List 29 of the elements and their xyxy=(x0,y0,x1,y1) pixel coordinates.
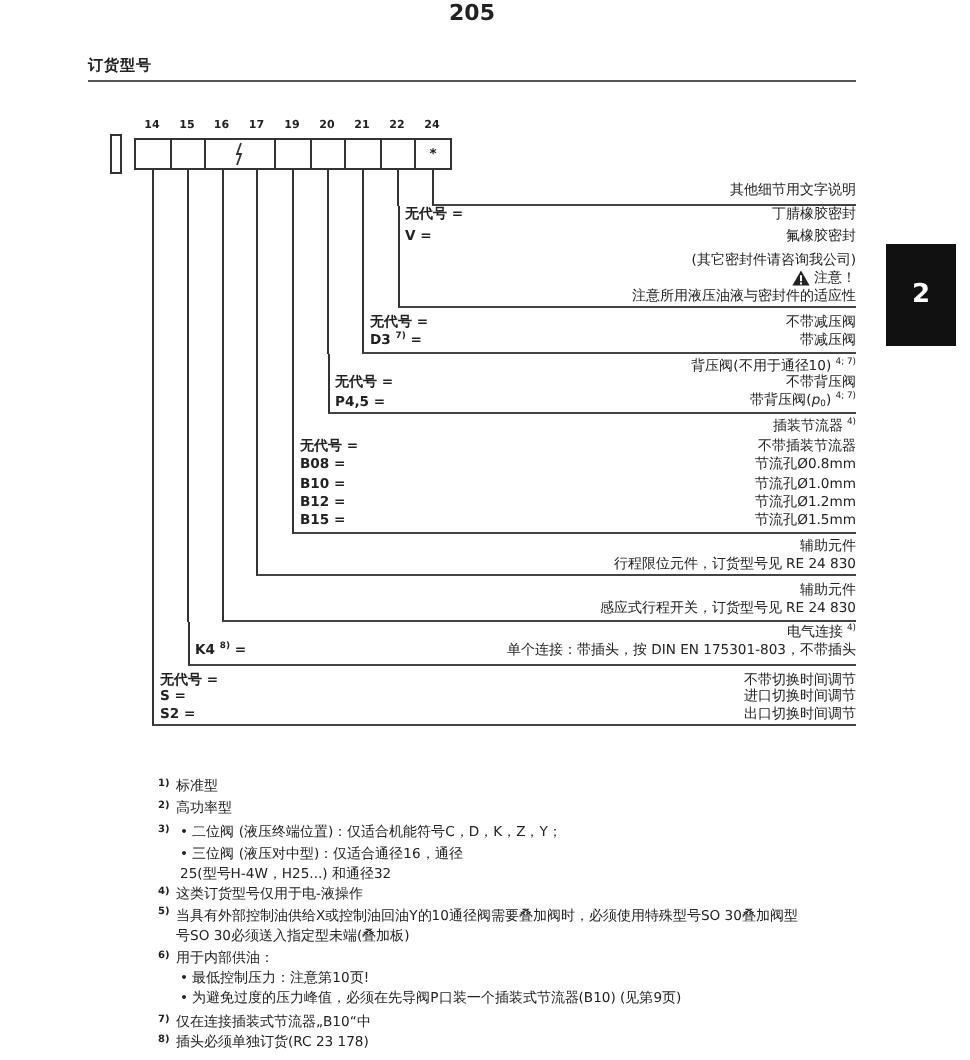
option-bracket xyxy=(327,354,856,414)
connector-line xyxy=(397,167,399,207)
connector-line xyxy=(432,167,434,177)
option-bracket xyxy=(362,308,856,354)
code-cell xyxy=(380,138,416,170)
option-bracket xyxy=(256,534,856,576)
section-tab: 2 xyxy=(886,244,956,346)
code-cell xyxy=(274,138,312,170)
option-bracket xyxy=(292,414,856,534)
connector-line xyxy=(187,167,189,623)
code-cell xyxy=(310,138,346,170)
connector-line xyxy=(222,167,224,577)
page-number: 205 xyxy=(449,0,495,26)
option-bracket xyxy=(187,622,856,666)
connector-line xyxy=(327,167,329,355)
option-bracket xyxy=(432,176,856,206)
code-cell xyxy=(239,138,276,170)
connector-line xyxy=(292,167,294,415)
connector-line xyxy=(152,167,154,667)
connector-line xyxy=(362,167,364,309)
code-cell xyxy=(170,138,206,170)
option-bracket xyxy=(222,576,856,622)
code-cell xyxy=(414,138,452,170)
option-bracket xyxy=(152,666,856,726)
code-cell xyxy=(344,138,382,170)
code-cell xyxy=(134,138,172,170)
connector-line xyxy=(256,167,258,535)
option-bracket xyxy=(397,206,856,308)
code-cell xyxy=(204,138,241,170)
